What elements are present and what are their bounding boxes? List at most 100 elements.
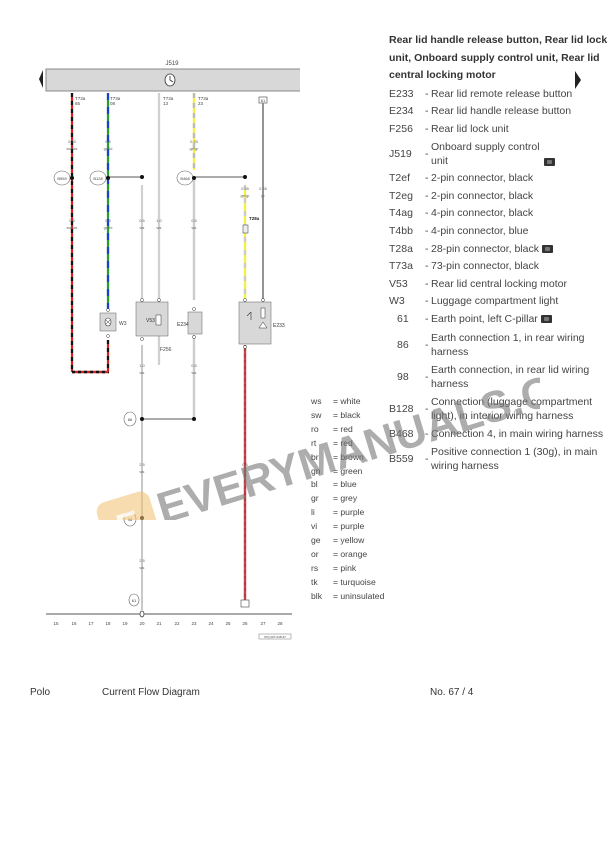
legend-item: T73a-73-pin connector, black (389, 260, 539, 273)
svg-text:gr: gr (261, 193, 265, 198)
svg-text:0.5: 0.5 (191, 363, 197, 368)
connector-label: T73a (198, 96, 209, 101)
ref-code: 97Q.007-018-67 (264, 635, 286, 639)
svg-text:23: 23 (191, 621, 197, 626)
svg-text:0.35: 0.35 (68, 139, 77, 144)
svg-text:0.5: 0.5 (105, 218, 111, 223)
svg-text:ws: ws (157, 225, 162, 230)
svg-text:br: br (243, 469, 247, 474)
svg-text:1.0: 1.0 (156, 218, 162, 223)
svg-text:ge/gr: ge/gr (240, 193, 250, 198)
svg-text:ws: ws (140, 370, 145, 375)
component-v53-f256: V53 F256 (135, 301, 172, 353)
svg-text:ws: ws (140, 565, 145, 570)
svg-text:E234: E234 (177, 322, 189, 328)
wiring-diagram: J519 T73a 65 T73a 08 T73a 13 T73a 23 61 (39, 61, 300, 640)
node-b559: B559 (57, 176, 67, 181)
svg-text:0.5: 0.5 (139, 218, 145, 223)
footer-page-number: No. 67 / 4 (430, 687, 474, 698)
svg-text:F256: F256 (160, 347, 172, 353)
connector-label: T73a (163, 96, 174, 101)
svg-text:2.5: 2.5 (139, 558, 145, 563)
node-b128: B128 (93, 176, 103, 181)
legend-item: T28a-28-pin connector, black (389, 241, 609, 259)
svg-text:ws: ws (140, 469, 145, 474)
connector-label: T73a (75, 96, 86, 101)
node-86: 86 (128, 417, 133, 422)
svg-text:21: 21 (156, 621, 162, 626)
component-e234: E234 (177, 311, 203, 335)
next-page-arrow-icon[interactable] (573, 69, 583, 91)
svg-text:gn/bl: gn/bl (104, 146, 113, 151)
svg-text:ws: ws (192, 370, 197, 375)
svg-text:sw/ws: sw/ws (67, 146, 78, 151)
svg-text:ws: ws (140, 225, 145, 230)
node-61: 61 (132, 598, 137, 603)
svg-text:20: 20 (139, 621, 145, 626)
connector-label: T73a (110, 96, 121, 101)
component-w3: W3 (99, 312, 127, 332)
legend-item: 98-Earth connection, in rear lid wiring … (397, 363, 590, 390)
svg-text:19: 19 (122, 621, 128, 626)
svg-text:gn/bl: gn/bl (104, 225, 113, 230)
svg-text:16: 16 (71, 621, 77, 626)
t28a-label: T28a (249, 216, 260, 221)
control-unit-label: J519 (165, 61, 179, 67)
svg-text:ws: ws (192, 225, 197, 230)
svg-text:W3: W3 (119, 321, 127, 327)
legend-item: V53-Rear lid central locking motor (389, 277, 567, 290)
svg-text:0.35: 0.35 (241, 186, 250, 191)
camera-icon (541, 244, 553, 253)
svg-text:V53: V53 (146, 318, 155, 324)
svg-text:0.5: 0.5 (105, 139, 111, 144)
ground-box-label: 61 (261, 98, 266, 103)
svg-text:27: 27 (260, 621, 266, 626)
legend-item: F256-Rear lid lock unit (389, 122, 509, 135)
connector-pin: 13 (163, 101, 169, 106)
svg-text:17: 17 (88, 621, 94, 626)
legend-item: T2eg-2-pin connector, black (389, 189, 534, 202)
legend-item: E233-Rear lid remote release button (389, 87, 573, 100)
legend-item: 61-Earth point, left C-pillar (389, 311, 609, 329)
svg-text:25: 25 (225, 621, 231, 626)
node-b468: B468 (180, 176, 190, 181)
legend-item: E234-Rear lid handle release button (389, 105, 572, 118)
previous-page-arrow-icon[interactable] (39, 70, 43, 88)
connector-pin: 65 (75, 101, 81, 106)
svg-text:28: 28 (277, 621, 283, 626)
wire-color-legend: ws= white sw= black ro= red rt= red br= … (311, 396, 385, 601)
connector-pin: 08 (110, 101, 116, 106)
legend-item: T4ag-4-pin connector, black (389, 207, 534, 220)
connector-pin: 23 (198, 101, 204, 106)
svg-text:15: 15 (53, 621, 59, 626)
svg-text:0.35: 0.35 (259, 186, 268, 191)
svg-text:24: 24 (208, 621, 214, 626)
svg-text:0.5: 0.5 (69, 218, 75, 223)
legend-item: 86-Earth connection 1, in rear wiring ha… (397, 331, 585, 358)
component-e233: E233 (238, 301, 285, 345)
component-legend: Rear lid handle release button, Rear lid… (389, 32, 609, 475)
legend-title: Rear lid handle release button, Rear lid… (389, 34, 608, 81)
svg-text:0.35: 0.35 (190, 139, 199, 144)
svg-text:22: 22 (174, 621, 180, 626)
legend-item: W3-Luggage compartment light (389, 295, 559, 308)
node-98: 98 (128, 517, 133, 522)
svg-text:0.5: 0.5 (191, 218, 197, 223)
legend-item: J519-Onboard supply control unit (389, 138, 609, 170)
svg-text:1.0: 1.0 (139, 363, 145, 368)
footer-model: Polo (30, 687, 51, 698)
legend-item: B128-Connection (luggage compartment lig… (389, 395, 593, 422)
svg-text:sw/ws: sw/ws (67, 225, 78, 230)
svg-text:ge/gr: ge/gr (189, 146, 199, 151)
clock-icon (164, 73, 176, 87)
svg-text:18: 18 (105, 621, 111, 626)
legend-item: T2ef-2-pin connector, black (389, 172, 534, 185)
camera-icon (544, 157, 555, 166)
svg-text:E233: E233 (273, 323, 285, 329)
svg-text:0.5: 0.5 (242, 462, 248, 467)
svg-text:26: 26 (242, 621, 248, 626)
legend-item: B468-Connection 4, in main wiring harnes… (389, 427, 604, 440)
camera-icon (540, 315, 552, 324)
footer-doc-type: Current Flow Diagram (102, 687, 200, 698)
legend-item: B559-Positive connection 1 (30g), in mai… (389, 445, 598, 472)
